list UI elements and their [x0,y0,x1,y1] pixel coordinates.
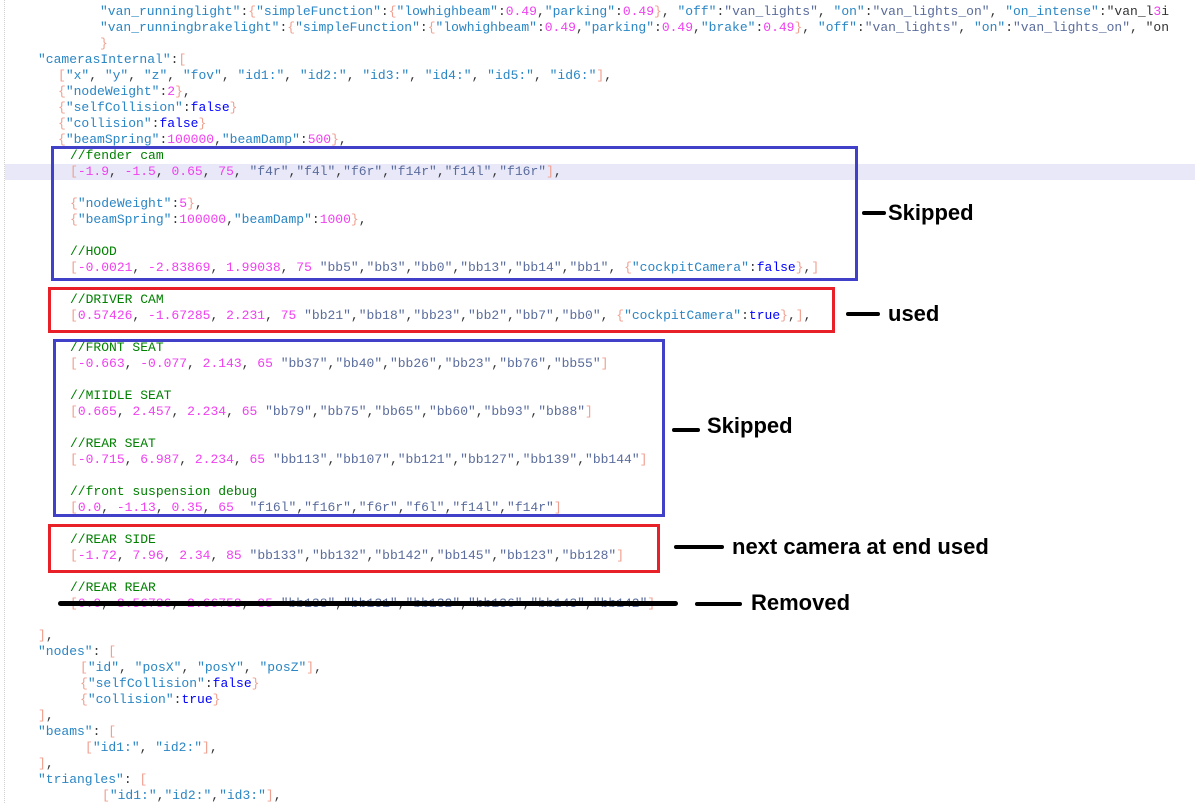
code-line[interactable]: [-1.9, -1.5, 0.65, 75, "f4r","f4l","f6r"… [70,164,562,179]
arrow-dash [862,211,886,215]
code-line[interactable]: //fender cam [70,148,164,163]
editor-gutter [0,0,5,803]
code-line[interactable]: //FRONT SEAT [70,340,164,355]
code-line[interactable]: "van_runningbrakelight":{"simpleFunction… [100,20,1170,35]
code-line[interactable]: ], [38,708,54,723]
annotation-skipped: Skipped [707,413,793,438]
code-line[interactable]: "camerasInternal":[ [38,52,187,67]
annotation-removed: Removed [751,590,851,615]
code-line[interactable]: "nodes": [ [38,644,117,659]
strikethrough-line [58,601,678,606]
code-line[interactable]: ["x", "y", "z", "fov", "id1:", "id2:", "… [58,68,613,83]
code-line[interactable]: {"nodeWeight":2}, [58,84,191,99]
annotation-used: used [888,301,940,326]
code-line[interactable]: ], [38,756,54,771]
arrow-dash [695,602,742,606]
arrow-dash [674,545,724,549]
code-line[interactable]: "van_runninglight":{"simpleFunction":{"l… [100,4,1170,19]
used-box [48,287,835,333]
code-line[interactable]: ["id1:","id2:","id3:"], [102,788,282,803]
code-line[interactable]: [-1.72, 7.96, 2.34, 85 "bb133","bb132","… [70,548,625,563]
arrow-dash [846,312,880,316]
code-line[interactable]: {"selfCollision":false} [80,676,260,691]
code-line[interactable]: //front suspension debug [70,484,258,499]
current-line-highlight [5,164,1195,180]
next-used-box [48,524,660,573]
code-line[interactable]: //HOOD [70,244,117,259]
code-line[interactable]: ], [38,628,54,643]
code-line[interactable]: {"collision":true} [80,692,221,707]
annotation-skipped: Skipped [888,200,974,225]
code-line[interactable]: [-0.0021, -2.83869, 1.99038, 75 "bb5","b… [70,260,820,275]
code-line[interactable]: {"beamSpring":100000,"beamDamp":500}, [58,132,347,147]
code-line[interactable]: //REAR SEAT [70,436,156,451]
code-line[interactable]: {"collision":false} [58,116,207,131]
code-line[interactable]: [-0.715, 6.987, 2.234, 65 "bb113","bb107… [70,452,648,467]
code-line[interactable]: ["id", "posX", "posY", "posZ"], [80,660,322,675]
code-line[interactable]: [0.57426, -1.67285, 2.231, 75 "bb21","bb… [70,308,812,323]
code-line[interactable]: //REAR SIDE [70,532,156,547]
annotation-next-camera-used: next camera at end used [732,534,989,559]
code-line[interactable]: {"selfCollision":false} [58,100,238,115]
code-line[interactable]: } [100,36,108,51]
code-line[interactable]: {"beamSpring":100000,"beamDamp":1000}, [70,212,367,227]
code-line[interactable]: [-0.663, -0.077, 2.143, 65 "bb37","bb40"… [70,356,609,371]
code-line[interactable]: "triangles": [ [38,772,148,787]
code-line[interactable]: [0.665, 2.457, 2.234, 65 "bb79","bb75","… [70,404,593,419]
code-line[interactable]: //REAR REAR [70,580,156,595]
code-line[interactable]: //MIIDLE SEAT [70,388,172,403]
code-line[interactable]: "beams": [ [38,724,117,739]
skipped-box-1 [51,146,858,281]
code-line[interactable]: //DRIVER CAM [70,292,164,307]
code-line[interactable]: ["id1:", "id2:"], [85,740,218,755]
code-line[interactable]: [0.0, -1.13, 0.35, 65 "f16l","f16r","f6r… [70,500,562,515]
skipped-box-2 [53,339,665,517]
arrow-dash [672,428,700,432]
code-line[interactable]: {"nodeWeight":5}, [70,196,203,211]
